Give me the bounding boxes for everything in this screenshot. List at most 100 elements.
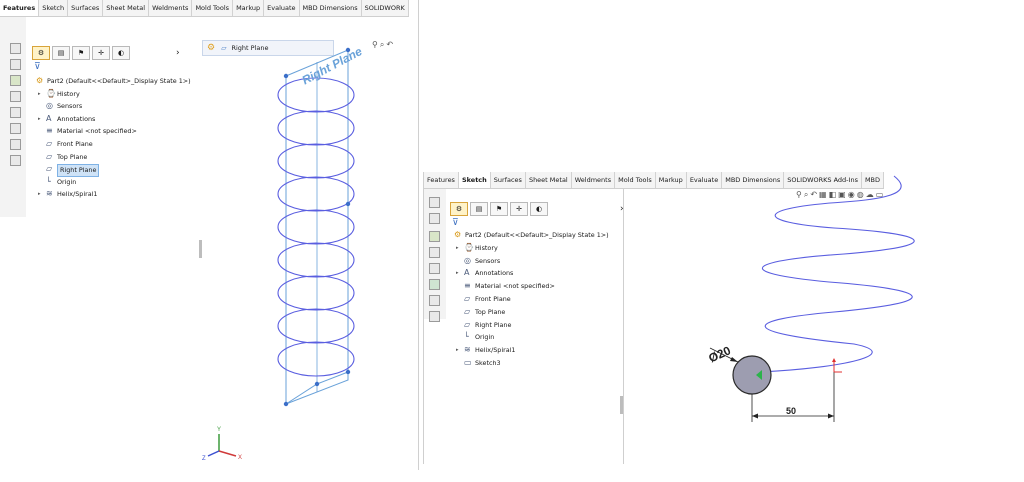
expand-arrow-icon[interactable]: ▸ — [38, 115, 41, 122]
tree-item-label: Front Plane — [57, 140, 93, 148]
plane-handle-point[interactable] — [283, 73, 289, 79]
dimxpert-manager-tab-icon[interactable]: ✛ — [510, 202, 528, 216]
tab-weldments[interactable]: Weldments — [149, 0, 193, 16]
plane-handle-point[interactable] — [283, 401, 289, 407]
fillet-tool-icon[interactable] — [10, 139, 21, 150]
context-breadcrumb[interactable]: ⚙ ▱ Right Plane — [202, 40, 334, 56]
zoom-to-area-icon[interactable]: ⌕ — [379, 40, 385, 49]
tab-sheet-metal[interactable]: Sheet Metal — [103, 0, 150, 16]
expand-arrow-icon[interactable]: ▸ — [38, 90, 41, 97]
tab-evaluate[interactable]: Evaluate — [687, 172, 723, 188]
plane-icon: ▱ — [464, 306, 471, 316]
revolve-tool-icon[interactable] — [10, 91, 21, 102]
expand-arrow-icon[interactable]: ▸ — [456, 347, 459, 354]
feature-tree: ⚙Part2 (Default<<Default>_Display State … — [30, 76, 200, 216]
pattern-tool-icon[interactable] — [429, 311, 440, 322]
previous-view-icon[interactable]: ↶ — [386, 40, 394, 49]
display-style-icon[interactable]: ▣ — [838, 190, 846, 199]
expand-arrow-icon[interactable]: ▸ — [38, 191, 41, 198]
tab-sheet-metal[interactable]: Sheet Metal — [526, 172, 572, 188]
helix-icon: ≋ — [464, 345, 471, 355]
tab-markup[interactable]: Markup — [233, 0, 265, 16]
filter-icon[interactable]: ⊽ — [452, 218, 459, 228]
apply-scene-icon[interactable]: ☁ — [865, 190, 874, 199]
sweep-profile-circle[interactable] — [732, 355, 772, 395]
helix-turn — [277, 209, 355, 245]
helix-side-view-curve[interactable] — [759, 175, 915, 373]
plane-handle-point[interactable] — [314, 381, 320, 387]
sketch-tool-icon[interactable] — [429, 197, 440, 208]
tab-mold-tools[interactable]: Mold Tools — [192, 0, 234, 16]
edit-appearance-icon[interactable]: ◍ — [856, 190, 864, 199]
smart-dimension-icon[interactable] — [429, 231, 440, 242]
expand-panel-chevron-icon[interactable]: › — [176, 48, 180, 58]
zoom-to-fit-icon[interactable]: ⚲ — [372, 40, 378, 49]
panel-splitter-handle[interactable] — [620, 396, 623, 414]
pattern-tool-icon[interactable] — [10, 155, 21, 166]
right-plane-outline[interactable] — [285, 49, 349, 405]
plane-handle-point[interactable] — [345, 369, 351, 375]
extrude-tool-icon[interactable] — [10, 59, 21, 70]
filter-icon[interactable]: ⊽ — [34, 62, 41, 72]
tab-weldments[interactable]: Weldments — [572, 172, 616, 188]
helix-3d-model[interactable] — [277, 47, 355, 407]
tab-sketch[interactable]: Sketch — [39, 0, 69, 16]
tab-markup[interactable]: Markup — [656, 172, 687, 188]
tab-mold-tools[interactable]: Mold Tools — [615, 172, 656, 188]
tree-item-label: Origin — [475, 333, 495, 342]
helix-turn — [277, 275, 355, 311]
feature-manager-tabs: ⚙ ▤ ⚑ ✛ ◐ › — [450, 202, 624, 216]
loft-tool-icon[interactable] — [429, 279, 440, 290]
plane-icon: ▱ — [46, 151, 53, 161]
view-settings-icon[interactable]: ▭ — [875, 190, 884, 199]
property-manager-tab-icon[interactable]: ▤ — [52, 46, 70, 60]
left-task-sidebar — [0, 17, 26, 217]
sketch-tool-icon[interactable] — [10, 43, 21, 54]
distance-dimension[interactable]: 50 — [751, 372, 835, 422]
dimxpert-manager-tab-icon[interactable]: ✛ — [92, 46, 110, 60]
sweep-tool-icon[interactable] — [10, 107, 21, 118]
fillet-tool-icon[interactable] — [429, 295, 440, 306]
feature-manager-tab-icon[interactable]: ⚙ — [450, 202, 468, 216]
diameter-dimension[interactable]: Ø20 — [706, 343, 739, 365]
tab-features[interactable]: Features — [424, 172, 459, 188]
tab-surfaces[interactable]: Surfaces — [68, 0, 104, 16]
tab-mbd-dimensions[interactable]: MBD Dimensions — [722, 172, 785, 188]
hide-show-items-icon[interactable]: ◉ — [847, 190, 855, 199]
tab-features[interactable]: Features — [0, 0, 40, 16]
plane-handle-point[interactable] — [345, 47, 351, 53]
tab-surfaces[interactable]: Surfaces — [491, 172, 526, 188]
section-view-icon[interactable]: ▦ — [819, 190, 827, 199]
configuration-manager-tab-icon[interactable]: ⚑ — [490, 202, 508, 216]
previous-view-icon[interactable]: ↶ — [810, 190, 818, 199]
helix-turn — [277, 143, 355, 179]
sweep-tool-icon[interactable] — [429, 263, 440, 274]
tab-mbd[interactable]: MBD — [862, 172, 885, 188]
tab-mbd-dimensions[interactable]: MBD Dimensions — [300, 0, 362, 16]
display-manager-tab-icon[interactable]: ◐ — [112, 46, 130, 60]
loft-tool-icon[interactable] — [10, 123, 21, 134]
tab-sketch[interactable]: Sketch — [458, 172, 491, 188]
expand-arrow-icon[interactable]: ▸ — [456, 270, 459, 277]
expand-arrow-icon[interactable]: ▸ — [456, 244, 459, 251]
property-manager-tab-icon[interactable]: ▤ — [470, 202, 488, 216]
tab-evaluate[interactable]: Evaluate — [264, 0, 300, 16]
extrude-tool-icon[interactable] — [429, 213, 440, 224]
panel-splitter-handle[interactable] — [199, 240, 202, 258]
plane-handle-point[interactable] — [345, 201, 351, 207]
zoom-to-fit-icon[interactable]: ⚲ — [796, 190, 802, 199]
configuration-manager-tab-icon[interactable]: ⚑ — [72, 46, 90, 60]
tree-item-label: Top Plane — [57, 152, 88, 161]
helix-turn — [277, 242, 355, 278]
revolve-tool-icon[interactable] — [429, 247, 440, 258]
smart-dimension-icon[interactable] — [10, 75, 21, 86]
view-orientation-icon[interactable]: ◧ — [828, 190, 837, 199]
feature-manager-tab-icon[interactable]: ⚙ — [32, 46, 50, 60]
plane-icon: ▱ — [46, 164, 53, 174]
display-manager-tab-icon[interactable]: ◐ — [530, 202, 548, 216]
expand-panel-chevron-icon[interactable]: › — [620, 204, 624, 214]
zoom-to-area-icon[interactable]: ⌕ — [803, 190, 809, 199]
tab-solidwork[interactable]: SOLIDWORK — [362, 0, 409, 16]
tab-solidworks-add-ins[interactable]: SOLIDWORKS Add-Ins — [784, 172, 862, 188]
